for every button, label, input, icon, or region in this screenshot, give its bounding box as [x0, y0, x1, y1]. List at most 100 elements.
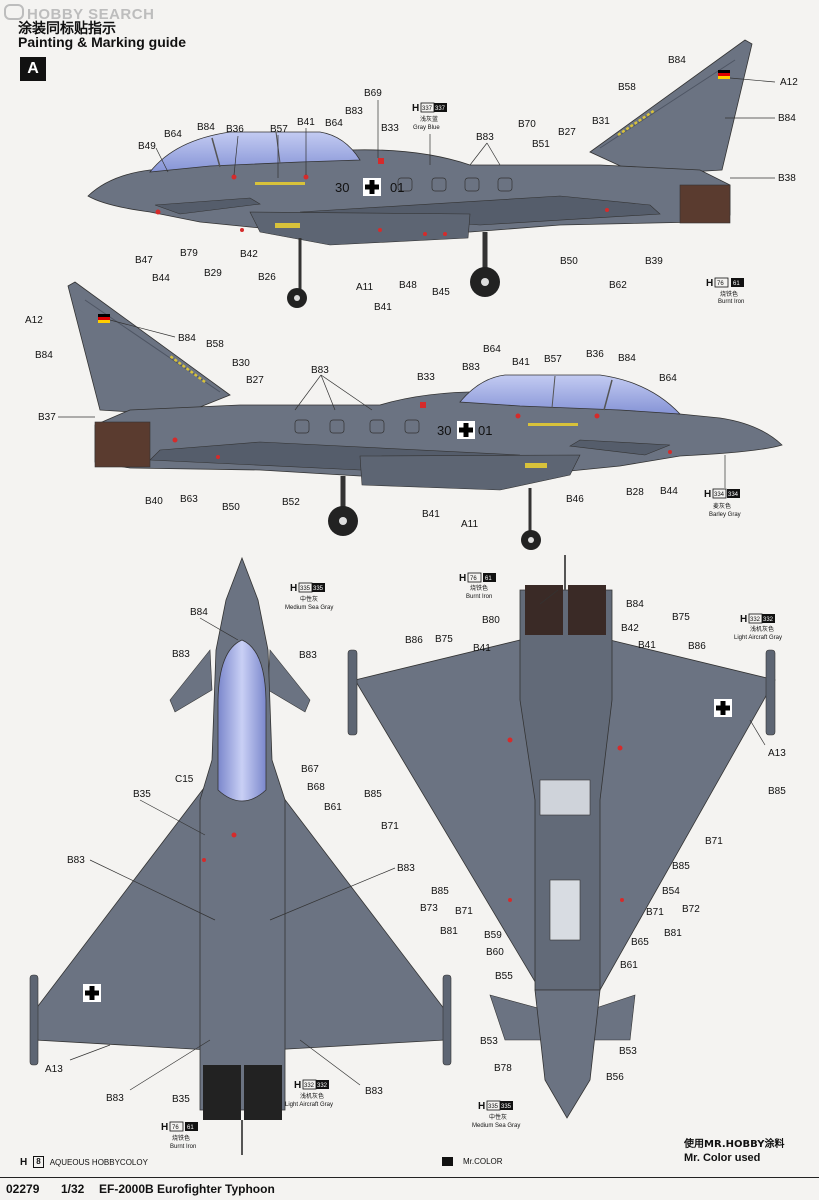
label: B38 — [778, 173, 796, 184]
fuselage-code-right-b: 01 — [478, 423, 492, 438]
paint-cn: 浅机灰色 — [750, 625, 774, 633]
paint-code: 337 — [422, 106, 433, 112]
label: B64 — [164, 129, 182, 140]
paint-code: 332 — [304, 1083, 315, 1089]
label: A11 — [461, 519, 478, 530]
label: B40 — [145, 496, 163, 507]
label: B72 — [682, 904, 700, 915]
label: B85 — [431, 886, 449, 897]
paint-cn: 烧铁色 — [720, 290, 738, 298]
label: B35 — [133, 789, 151, 800]
paint-en: Burnt Iron — [170, 1144, 196, 1150]
label: B86 — [405, 635, 423, 646]
label: B63 — [180, 494, 198, 505]
page-title: Painting & Marking guide — [18, 34, 187, 50]
label: A13 — [768, 748, 786, 759]
label: B84 — [668, 55, 686, 66]
black-swatch-icon — [442, 1157, 453, 1166]
paint-h: H — [412, 103, 419, 114]
label: B85 — [672, 861, 690, 872]
paint-callout-light-aircraft-gray-top: H 332 332 浅机灰色 Light Aircraft Gray — [285, 1079, 333, 1108]
label: B42 — [621, 623, 639, 634]
label: B83 — [397, 863, 415, 874]
label: B53 — [480, 1036, 498, 1047]
label: A12 — [25, 315, 43, 326]
fuselage-code-left-a: 30 — [335, 180, 349, 195]
fuselage-code-right-a: 01 — [390, 180, 404, 195]
label: B71 — [646, 907, 664, 918]
mr-color-legend: Mr.COLOR — [442, 1157, 503, 1166]
label: B71 — [705, 836, 723, 847]
label: B61 — [324, 802, 342, 813]
label: B46 — [566, 494, 584, 505]
label: B59 — [484, 930, 502, 941]
paint-code: 76 — [470, 576, 477, 582]
paint-cn: 烧铁色 — [470, 584, 488, 592]
label: B83 — [311, 365, 329, 376]
side-view-left: 30 01 — [87, 39, 753, 308]
label: B67 — [301, 764, 319, 775]
label: B83 — [299, 650, 317, 661]
paint-code2: 61 — [187, 1125, 194, 1131]
paint-code: 332 — [750, 617, 761, 623]
label: B73 — [420, 903, 438, 914]
label: B58 — [618, 82, 636, 93]
page-title-chinese: 涂装同标贴指示 — [18, 21, 116, 37]
paint-en: Burnt Iron — [718, 299, 744, 305]
label: B84 — [178, 333, 196, 344]
label: B71 — [381, 821, 399, 832]
label: B51 — [532, 139, 550, 150]
paint-cn: 中性灰 — [300, 595, 318, 603]
label: B41 — [297, 117, 315, 128]
label: B85 — [364, 789, 382, 800]
label: B44 — [660, 486, 678, 497]
top-view — [29, 556, 452, 1155]
label: B64 — [659, 373, 677, 384]
label: B83 — [476, 132, 494, 143]
legend-aqueous-label: AQUEOUS HOBBYCOLOY — [49, 1157, 148, 1167]
label: B83 — [365, 1086, 383, 1097]
watermark: HOBBY SEARCH — [4, 4, 154, 23]
label: B45 — [432, 287, 450, 298]
paint-h: H — [290, 583, 297, 594]
label: B81 — [440, 926, 458, 937]
side1-labels: B84 A12 B58 B84 B31 B38 B27 B70 B51 B83 … — [135, 55, 798, 313]
label: B83 — [67, 855, 85, 866]
label: B86 — [688, 641, 706, 652]
bottom-view — [347, 555, 776, 1119]
paint-h: H — [294, 1080, 301, 1091]
watermark-text: HOBBY SEARCH — [27, 6, 155, 23]
kit-number: 02279 — [6, 1182, 40, 1196]
label: B50 — [560, 256, 578, 267]
bottom-labels: B84 B80 B42 B86 B75 B41 B41 B75 B86 A13 … — [364, 599, 786, 1083]
fuselage-code-left-b: 30 — [437, 423, 451, 438]
label: B84 — [626, 599, 644, 610]
label: B79 — [180, 248, 198, 259]
label: B60 — [486, 947, 504, 958]
label: A11 — [356, 282, 373, 293]
label: B39 — [645, 256, 663, 267]
label: B81 — [664, 928, 682, 939]
paint-h: H — [478, 1101, 485, 1112]
label: B27 — [246, 375, 264, 386]
label: B78 — [494, 1063, 512, 1074]
label: B36 — [586, 349, 604, 360]
label: B26 — [258, 272, 276, 283]
label: B54 — [662, 886, 680, 897]
label: B83 — [106, 1093, 124, 1104]
paint-callout-burnt-iron-side: H 76 61 烧铁色 Burnt Iron — [706, 277, 744, 305]
label: B44 — [152, 273, 170, 284]
label: B84 — [35, 350, 53, 361]
paint-code: 76 — [717, 281, 724, 287]
scheme-badge: A — [20, 57, 46, 81]
paint-en: Medium Sea Gray — [472, 1123, 520, 1129]
aqueous-legend: H 8 AQUEOUS HOBBYCOLOY — [20, 1156, 148, 1168]
paint-en: Light Aircraft Gray — [285, 1102, 333, 1108]
paint-cn: 中性灰 — [489, 1113, 507, 1121]
label: B41 — [473, 643, 491, 654]
paint-callout-gray-blue: H 337 337 浅灰蓝 Gray Blue — [412, 102, 447, 131]
mr-color-used-note: Mr. Color used — [684, 1152, 761, 1164]
paint-code2: 335 — [313, 586, 324, 592]
label: B61 — [620, 960, 638, 971]
legend-h-prefix: H — [20, 1156, 28, 1168]
